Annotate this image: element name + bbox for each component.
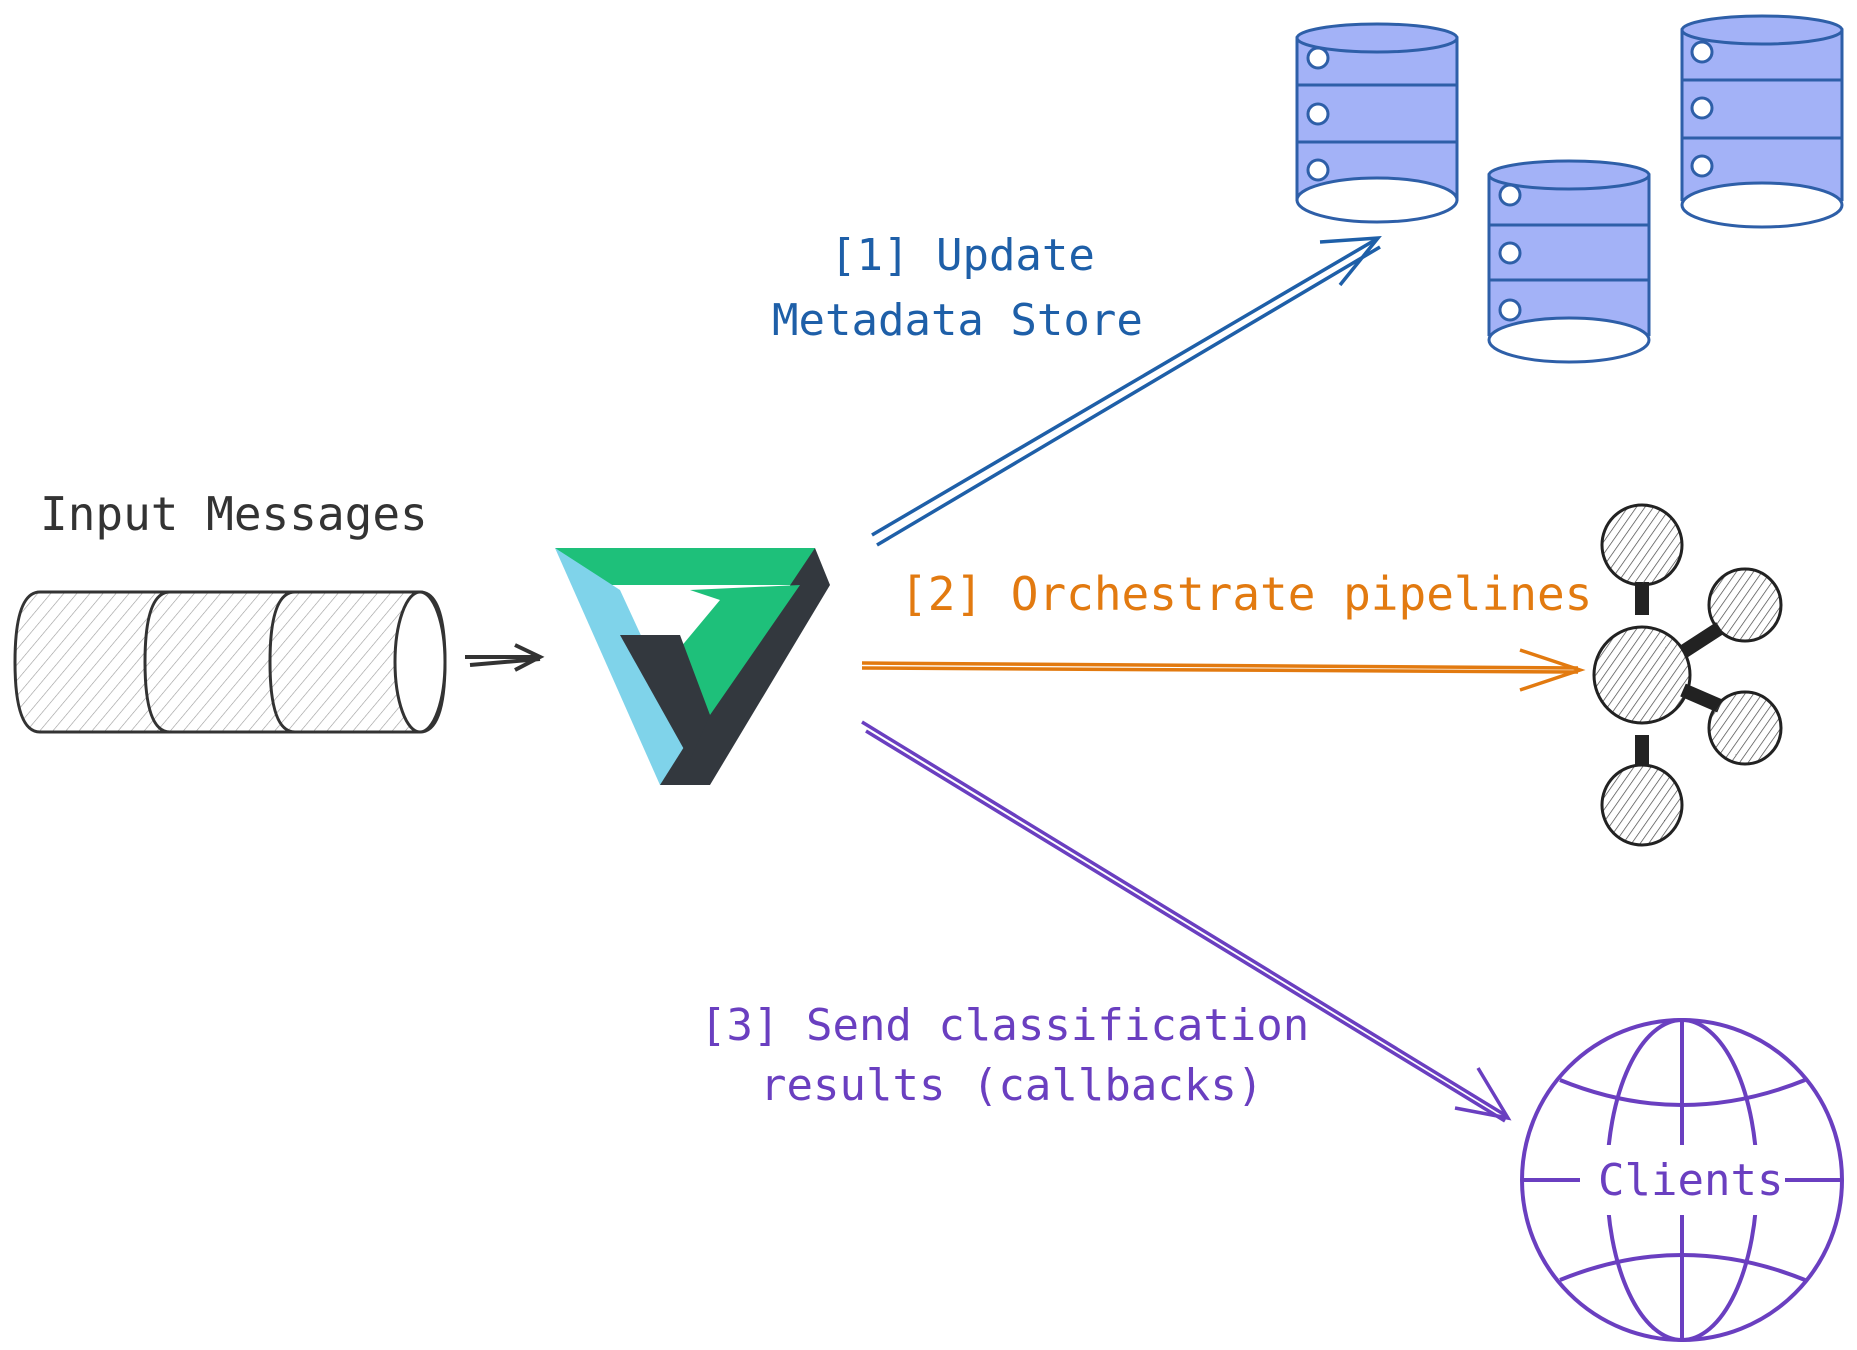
clients-label: Clients xyxy=(1598,1155,1783,1206)
network-graph-icon xyxy=(1592,503,1783,847)
database-icon xyxy=(1295,14,1844,364)
arrow-orchestrate-pipelines xyxy=(861,648,1586,692)
input-arrow xyxy=(465,643,545,672)
arrow-send-results xyxy=(861,720,1512,1123)
step1-label-line1: [1] Update xyxy=(830,230,1095,281)
globe-icon xyxy=(1520,1018,1844,1342)
message-queue-icon xyxy=(13,590,447,734)
arrow-update-metadata xyxy=(871,235,1382,547)
triangle-logo-icon xyxy=(555,548,830,785)
step3-label-line1: [3] Send classification xyxy=(700,1000,1309,1051)
step3-label-line2: results (callbacks) xyxy=(760,1060,1263,1111)
step2-label: [2] Orchestrate pipelines xyxy=(900,567,1592,621)
input-messages-label: Input Messages xyxy=(40,487,428,541)
step1-label-line2: Metadata Store xyxy=(772,295,1143,346)
